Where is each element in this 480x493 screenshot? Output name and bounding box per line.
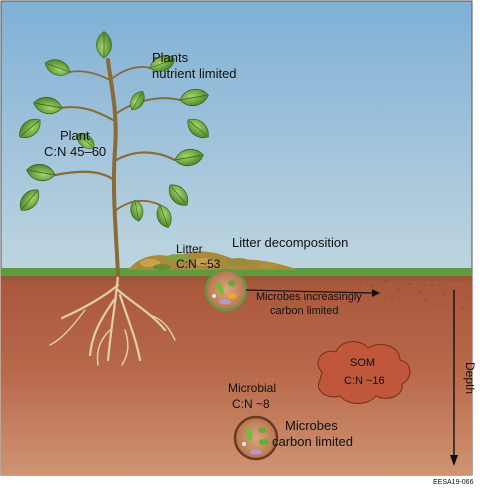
microbes-carbon-label-line2: carbon limited bbox=[272, 434, 353, 449]
microbial-cn-label-line1: Microbial bbox=[228, 381, 276, 395]
depth-label: Depth bbox=[463, 362, 477, 394]
depth-arrow bbox=[450, 290, 458, 466]
plant-roots bbox=[49, 273, 176, 366]
litter-cn-label-line2: C:N ~53 bbox=[176, 257, 221, 271]
litter-cn-label-line1: Litter bbox=[176, 242, 203, 256]
som-label-line2: C:N ~16 bbox=[344, 375, 385, 387]
plant-stem bbox=[53, 58, 181, 277]
litter-microbe-circle bbox=[204, 268, 248, 312]
som-cloud bbox=[317, 341, 411, 404]
microbes-carbon-label-line1: Microbes bbox=[285, 418, 338, 433]
plants-label-line2: nutrient limited bbox=[152, 66, 237, 81]
microbial-circle bbox=[233, 415, 279, 461]
plants-label-line1: Plants bbox=[152, 50, 189, 65]
microbes-increasing-label-line1: Microbes increasingly bbox=[256, 291, 362, 303]
microbes-increasing-label-line2: carbon limited bbox=[270, 305, 338, 317]
decomposition-arrow bbox=[245, 289, 380, 297]
som-label-line1: SOM bbox=[350, 357, 375, 369]
microbial-cn-label-line2: C:N ~8 bbox=[232, 397, 270, 411]
litter-pile bbox=[128, 251, 300, 270]
litter-decomposition-label: Litter decomposition bbox=[232, 235, 348, 250]
plant-cn-label-line2: C:N 45–60 bbox=[44, 144, 106, 159]
plant-cn-label-line1: Plant bbox=[60, 128, 90, 143]
figure-code: EESA19-066 bbox=[433, 479, 474, 486]
litter-particles bbox=[359, 280, 467, 309]
